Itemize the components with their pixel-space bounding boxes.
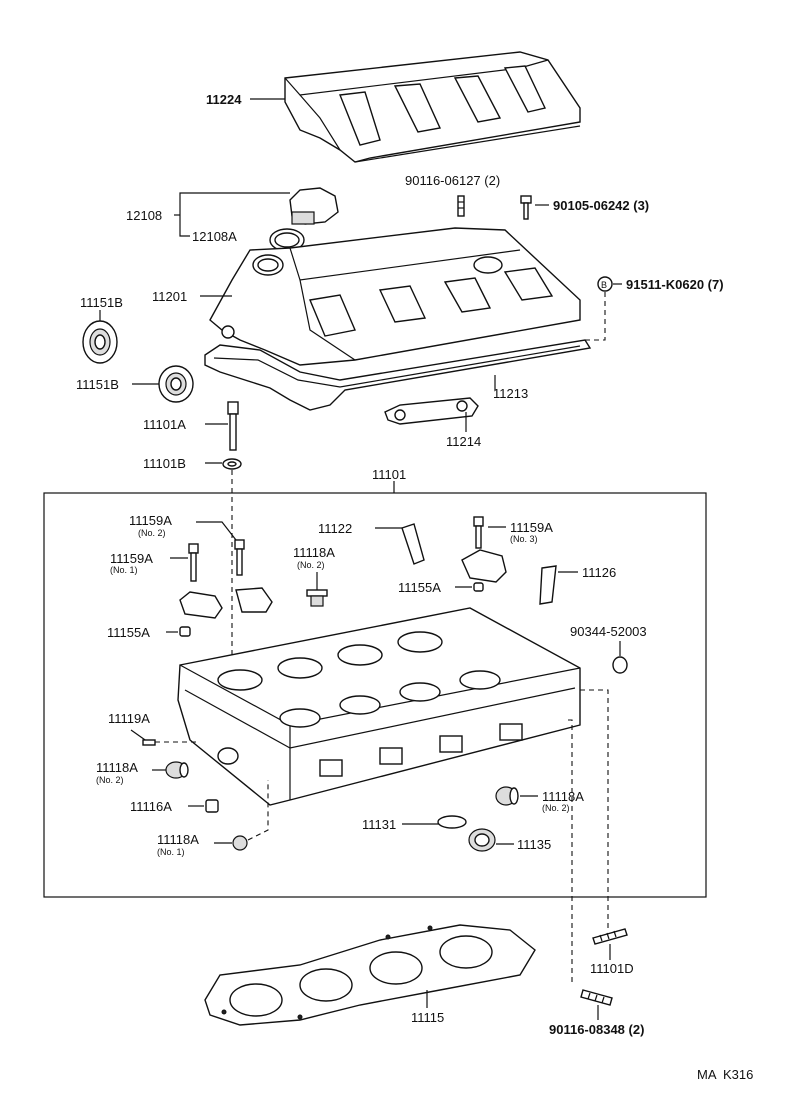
label-90105-06242: 90105-06242 (3) bbox=[553, 198, 649, 213]
washer-11101B bbox=[222, 458, 242, 470]
label-11118A-no2-top: 11118A bbox=[293, 545, 335, 560]
label-11131: 11131 bbox=[362, 817, 396, 832]
plug-11122 bbox=[401, 523, 425, 565]
label-11101A: 11101A bbox=[143, 417, 186, 432]
label-11213: 11213 bbox=[493, 386, 528, 401]
label-11155A-right: 11155A bbox=[398, 580, 441, 595]
label-11122: 11122 bbox=[318, 521, 352, 536]
diagram-code: MA K316 bbox=[697, 1067, 753, 1082]
label-11115: 11115 bbox=[411, 1010, 444, 1025]
dowel-11155A-right bbox=[473, 582, 484, 592]
label-11159A-no2: 11159A bbox=[129, 513, 172, 528]
cylinder-head-part bbox=[177, 607, 581, 806]
label-11159A-no1: 11159A bbox=[110, 551, 153, 566]
cam-cap-left bbox=[179, 587, 273, 619]
label-11118A-no1-sub: (No. 1) bbox=[157, 847, 185, 857]
label-11118A-left-sub: (No. 2) bbox=[96, 775, 124, 785]
stud-11101D bbox=[592, 928, 628, 945]
head-gasket-part bbox=[204, 924, 536, 1026]
label-12108: 12108 bbox=[126, 208, 162, 223]
oil-filler-cap-part bbox=[269, 187, 339, 252]
stud-90116-06127 bbox=[457, 195, 465, 217]
label-90116-08348: 90116-08348 (2) bbox=[549, 1022, 644, 1037]
label-11101: 11101 bbox=[372, 467, 406, 482]
label-11116A: 11116A bbox=[130, 799, 172, 814]
label-11155A-left: 11155A bbox=[107, 625, 150, 640]
label-11101D: 11101D bbox=[590, 961, 634, 976]
label-11101B: 11101B bbox=[143, 456, 186, 471]
label-90344-52003: 90344-52003 bbox=[570, 624, 647, 639]
label-11151B-bottom: 11151B bbox=[76, 377, 119, 392]
label-90116-06127: 90116-06127 (2) bbox=[405, 173, 500, 188]
bolt-90105-06242 bbox=[520, 195, 532, 220]
label-11159A-no1-sub: (No. 1) bbox=[110, 565, 138, 575]
bracket-11214 bbox=[384, 397, 479, 425]
bolt-11101A bbox=[227, 401, 239, 451]
label-11201: 11201 bbox=[152, 289, 187, 304]
label-11135: 11135 bbox=[517, 837, 551, 852]
seal-11151B-bottom bbox=[158, 365, 194, 403]
assembly-box-11101 bbox=[43, 492, 707, 898]
pin-11119A bbox=[142, 739, 156, 746]
valve-cover-gasket-part bbox=[204, 339, 592, 411]
plug-11118A-no1 bbox=[232, 835, 248, 851]
label-11118A-left: 11118A bbox=[96, 760, 138, 775]
label-12108A: 12108A bbox=[192, 229, 237, 244]
label-11118A-no1: 11118A bbox=[157, 832, 199, 847]
seal-11135 bbox=[468, 828, 496, 852]
bolt-11159A-no2 bbox=[234, 539, 245, 576]
plug-11118A-no2-top bbox=[306, 589, 328, 607]
label-11118A-no2-top-sub: (No. 2) bbox=[297, 560, 325, 570]
label-11151B-top: 11151B bbox=[80, 295, 123, 310]
dowel-11155A-left bbox=[179, 626, 191, 637]
label-11118A-right-sub: (No. 2) bbox=[542, 803, 570, 813]
stud-90116-08348 bbox=[580, 989, 613, 1006]
plug-11118A-right bbox=[495, 786, 519, 806]
label-91511-K0620: 91511-K0620 (7) bbox=[626, 277, 724, 292]
label-11214: 11214 bbox=[446, 434, 481, 449]
valve-cover-part bbox=[209, 227, 581, 366]
seal-11151B-top bbox=[82, 320, 118, 364]
badge-b-icon bbox=[597, 276, 613, 292]
bolt-11159A-no3 bbox=[473, 516, 484, 549]
badge-b: B bbox=[601, 280, 607, 290]
seal-11131 bbox=[437, 815, 467, 829]
pin-11116A bbox=[205, 799, 219, 813]
intake-cover-part bbox=[284, 51, 581, 163]
label-11118A-right: 11118A bbox=[542, 789, 584, 804]
cam-cap-right bbox=[461, 549, 507, 583]
label-11119A: 11119A bbox=[108, 711, 150, 726]
label-11126: 11126 bbox=[582, 565, 616, 580]
label-11159A-no2-sub: (No. 2) bbox=[138, 528, 166, 538]
label-11159A-no3: 11159A bbox=[510, 520, 553, 535]
label-11224: 11224 bbox=[206, 92, 242, 107]
plug-90344-52003 bbox=[612, 656, 628, 674]
plug-11126 bbox=[539, 565, 557, 605]
plug-11118A-left bbox=[165, 761, 189, 779]
bolt-11159A-no1 bbox=[188, 543, 199, 582]
label-11159A-no3-sub: (No. 3) bbox=[510, 534, 538, 544]
